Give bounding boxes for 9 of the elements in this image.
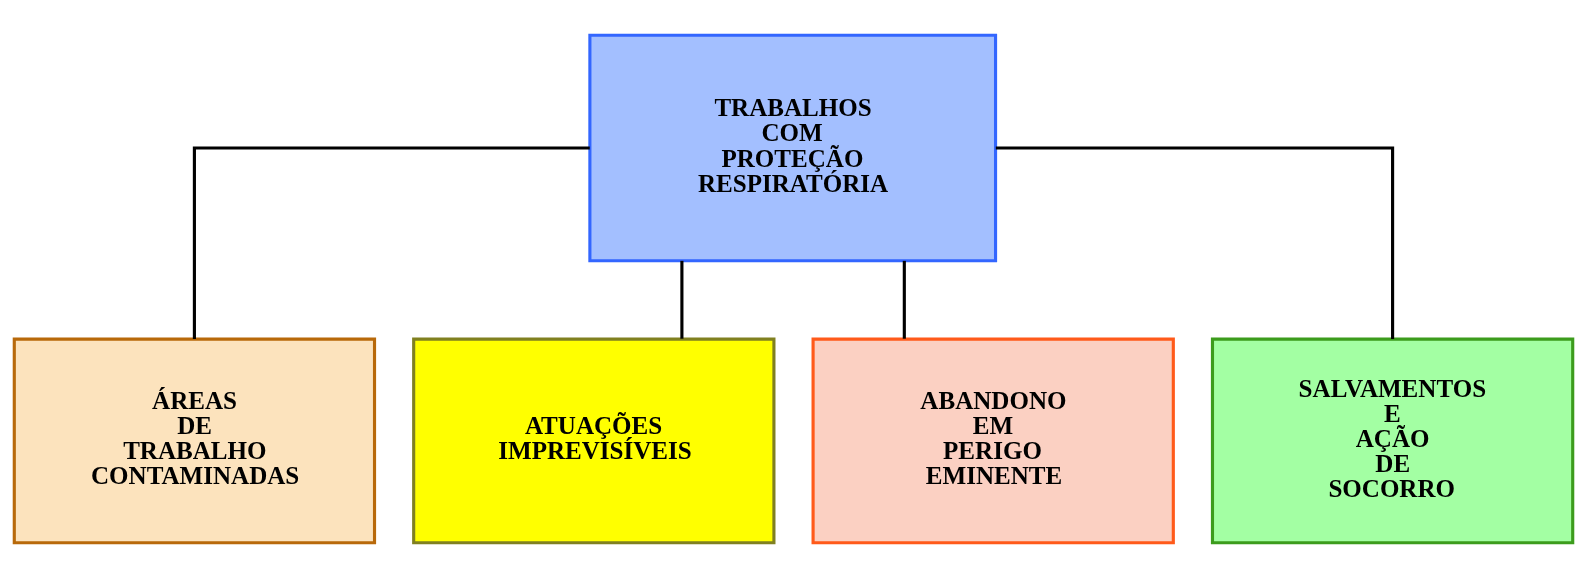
connector	[902, 260, 906, 339]
connector	[995, 146, 1395, 339]
node-box: ÁREAS DE TRABALHO CONTAMINADAS	[12, 337, 377, 545]
connector	[680, 260, 684, 339]
node-box: ABANDONO EM PERIGO EMINENTE	[811, 337, 1175, 545]
node-box: ATUAÇÕES IMPREVISÍVEIS	[412, 337, 776, 545]
connector	[192, 146, 590, 339]
node-box: TRABALHOS COM PROTEÇÃO RESPIRATÓRIA	[588, 33, 998, 263]
node-box: SALVAMENTOS E AÇÃO DE SOCORRO	[1210, 337, 1575, 545]
